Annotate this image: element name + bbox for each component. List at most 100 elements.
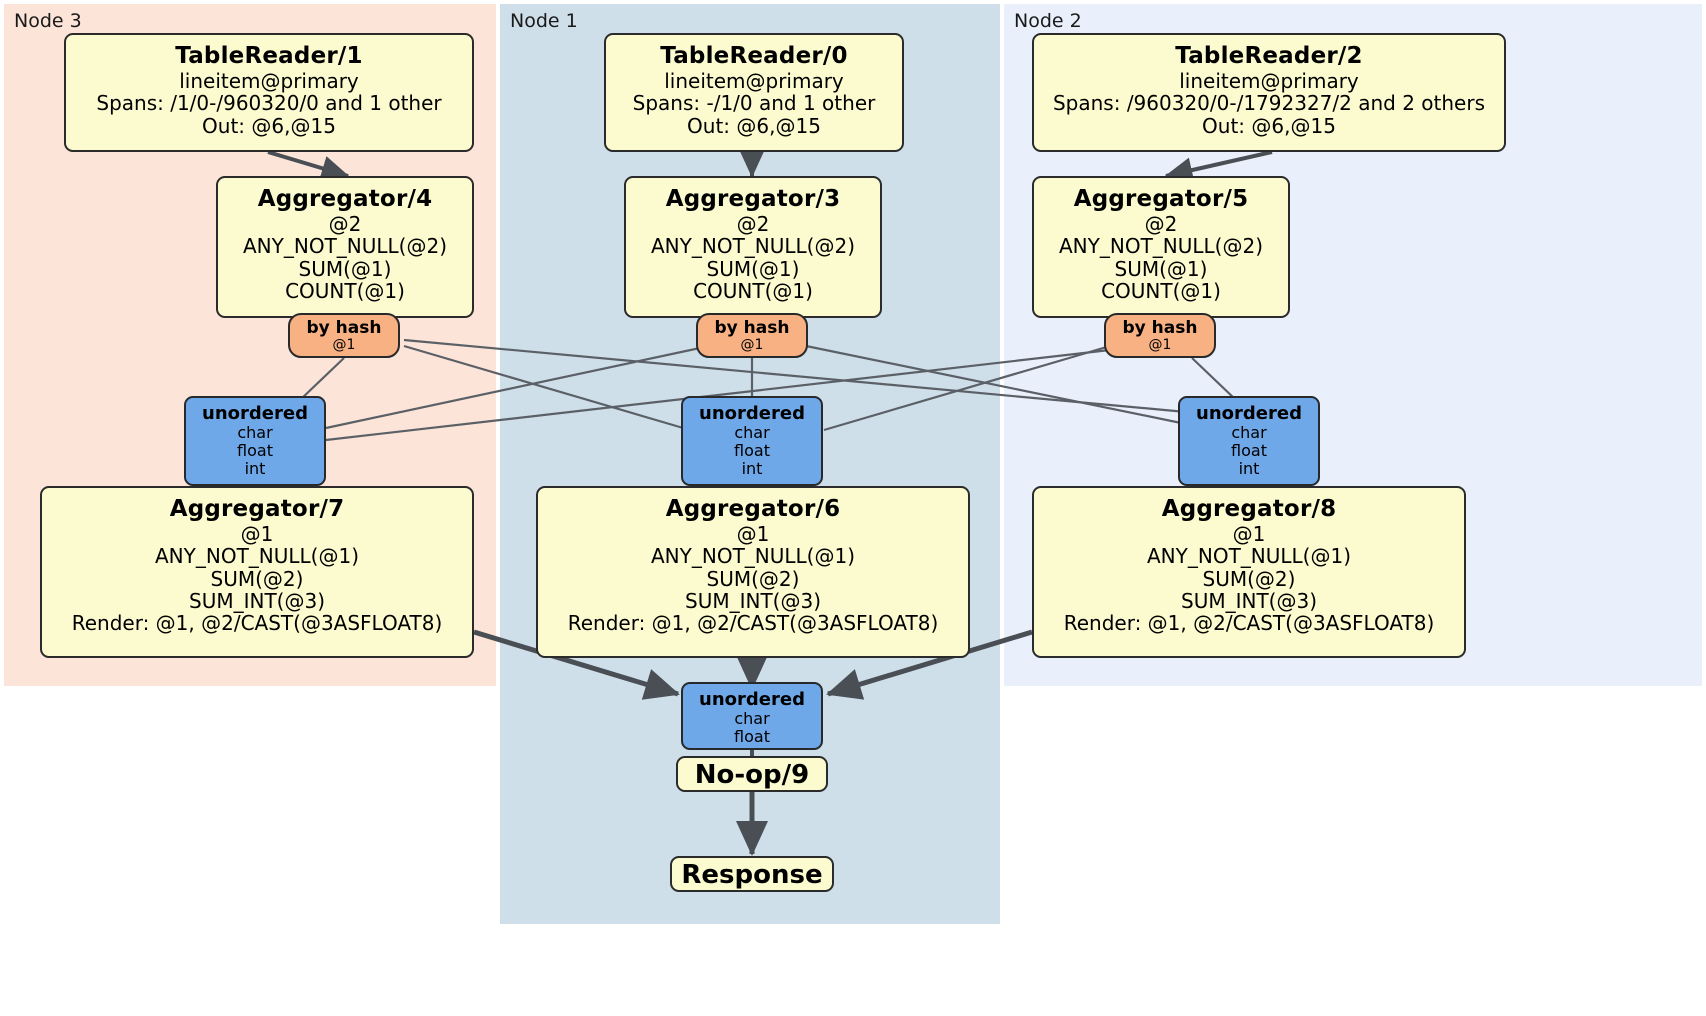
- processor-func-3: COUNT(@1): [1101, 278, 1221, 303]
- router-coltype-1: char: [734, 423, 770, 443]
- edge-hash2-unordered3: [325, 348, 1111, 442]
- processor-render: Render: @1, @2/CAST(@3ASFLOAT8): [1063, 611, 1435, 636]
- processor-func-2: SUM(@1): [1114, 256, 1208, 281]
- edge-reader1-agg4: [267, 150, 350, 181]
- processor-func-3: COUNT(@1): [285, 278, 405, 303]
- processor-func-1: ANY_NOT_NULL(@2): [1059, 234, 1263, 259]
- processor-func-2: SUM(@2): [210, 566, 304, 591]
- processor-func-3: COUNT(@1): [693, 278, 813, 303]
- processor-noop-9[interactable]: No-op/9: [676, 756, 828, 792]
- processor-table: lineitem@primary: [1179, 68, 1359, 93]
- processor-title: No-op/9: [694, 760, 810, 790]
- node-panel-label-node2: Node 2: [1014, 10, 1082, 32]
- router-type: by hash: [306, 318, 382, 338]
- edge-hash3-unordered3: [299, 357, 345, 401]
- processor-title: Aggregator/8: [1161, 496, 1337, 522]
- processor-spans: Spans: -/1/0 and 1 other: [632, 91, 876, 116]
- processor-title: Response: [681, 860, 823, 890]
- processor-groupcol: @2: [328, 211, 362, 236]
- processor-groupcol: @2: [1144, 211, 1178, 236]
- processor-title: Aggregator/7: [169, 496, 345, 522]
- edge-hash1-unordered2: [805, 344, 1187, 426]
- processor-spans: Spans: /960320/0-/1792327/2 and 2 others: [1052, 91, 1485, 116]
- processor-tablereader-0[interactable]: TableReader/0 lineitem@primary Spans: -/…: [604, 33, 904, 152]
- processor-title: TableReader/2: [1175, 43, 1363, 69]
- processor-groupcol: @1: [736, 521, 770, 546]
- processor-groupcol: @1: [240, 521, 274, 546]
- processor-func-1: ANY_NOT_NULL(@2): [243, 234, 447, 259]
- processor-response[interactable]: Response: [670, 856, 834, 892]
- router-type: unordered: [699, 689, 805, 710]
- input-sync-unordered-node3[interactable]: unordered char float int: [184, 396, 326, 486]
- edge-reader2-agg5: [1164, 150, 1273, 183]
- processor-aggregator-6[interactable]: Aggregator/6 @1 ANY_NOT_NULL(@1) SUM(@2)…: [536, 486, 970, 658]
- processor-groupcol: @1: [1232, 521, 1266, 546]
- input-sync-unordered-node2[interactable]: unordered char float int: [1178, 396, 1320, 486]
- processor-func-1: ANY_NOT_NULL(@1): [155, 544, 359, 569]
- router-column: @1: [740, 337, 764, 354]
- processor-title: Aggregator/5: [1073, 186, 1249, 212]
- edge-hash1-unordered3: [325, 346, 701, 430]
- edge-hash2-unordered2: [1191, 357, 1237, 401]
- output-router-by-hash-node3[interactable]: by hash @1: [288, 313, 400, 358]
- processor-aggregator-7[interactable]: Aggregator/7 @1 ANY_NOT_NULL(@1) SUM(@2)…: [40, 486, 474, 658]
- processor-title: TableReader/1: [175, 43, 363, 69]
- router-column: @1: [1148, 337, 1172, 354]
- output-router-by-hash-node1[interactable]: by hash @1: [696, 313, 808, 358]
- processor-func-2: SUM(@1): [706, 256, 800, 281]
- router-type: unordered: [1196, 403, 1302, 424]
- processor-out: Out: @6,@15: [202, 113, 336, 138]
- processor-func-2: SUM(@2): [1202, 566, 1296, 591]
- processor-title: TableReader/0: [660, 43, 848, 69]
- router-coltype-2: float: [1231, 441, 1267, 461]
- input-sync-unordered-node1[interactable]: unordered char float int: [681, 396, 823, 486]
- processor-title: Aggregator/6: [665, 496, 841, 522]
- processor-func-1: ANY_NOT_NULL(@1): [1147, 544, 1351, 569]
- processor-out: Out: @6,@15: [687, 113, 821, 138]
- router-coltype-3: int: [244, 458, 266, 478]
- router-coltype-1: char: [1231, 423, 1267, 443]
- processor-func-3: SUM_INT(@3): [685, 588, 821, 613]
- processor-func-3: SUM_INT(@3): [189, 588, 325, 613]
- processor-aggregator-3[interactable]: Aggregator/3 @2 ANY_NOT_NULL(@2) SUM(@1)…: [624, 176, 882, 318]
- processor-func-1: ANY_NOT_NULL(@1): [651, 544, 855, 569]
- router-coltype-2: float: [734, 727, 770, 747]
- processor-func-3: SUM_INT(@3): [1181, 588, 1317, 613]
- router-column: @1: [332, 337, 356, 354]
- processor-aggregator-4[interactable]: Aggregator/4 @2 ANY_NOT_NULL(@2) SUM(@1)…: [216, 176, 474, 318]
- processor-func-1: ANY_NOT_NULL(@2): [651, 234, 855, 259]
- node-panel-label-node1: Node 1: [510, 10, 578, 32]
- edge-agg7-final: [473, 629, 680, 700]
- processor-title: Aggregator/3: [665, 186, 841, 212]
- router-type: by hash: [714, 318, 790, 338]
- router-coltype-2: float: [734, 441, 770, 461]
- router-type: unordered: [699, 403, 805, 424]
- router-type: by hash: [1122, 318, 1198, 338]
- processor-aggregator-5[interactable]: Aggregator/5 @2 ANY_NOT_NULL(@2) SUM(@1)…: [1032, 176, 1290, 318]
- processor-title: Aggregator/4: [257, 186, 433, 212]
- router-coltype-3: int: [1238, 458, 1260, 478]
- output-router-by-hash-node2[interactable]: by hash @1: [1104, 313, 1216, 358]
- edge-hash3-unordered1: [403, 344, 691, 432]
- processor-groupcol: @2: [736, 211, 770, 236]
- processor-tablereader-1[interactable]: TableReader/1 lineitem@primary Spans: /1…: [64, 33, 474, 152]
- node-panel-label-node3: Node 3: [14, 10, 82, 32]
- processor-func-2: SUM(@2): [706, 566, 800, 591]
- processor-aggregator-8[interactable]: Aggregator/8 @1 ANY_NOT_NULL(@1) SUM(@2)…: [1032, 486, 1466, 658]
- input-sync-unordered-final[interactable]: unordered char float: [681, 682, 823, 750]
- router-type: unordered: [202, 403, 308, 424]
- edge-hash2-unordered1: [823, 344, 1111, 432]
- router-coltype-2: float: [237, 441, 273, 461]
- router-coltype-3: int: [741, 458, 763, 478]
- processor-tablereader-2[interactable]: TableReader/2 lineitem@primary Spans: /9…: [1032, 33, 1506, 152]
- router-coltype-1: char: [734, 709, 770, 729]
- processor-render: Render: @1, @2/CAST(@3ASFLOAT8): [71, 611, 443, 636]
- processor-table: lineitem@primary: [179, 68, 359, 93]
- edge-agg8-final: [826, 629, 1033, 700]
- processor-spans: Spans: /1/0-/960320/0 and 1 other: [96, 91, 442, 116]
- processor-out: Out: @6,@15: [1202, 113, 1336, 138]
